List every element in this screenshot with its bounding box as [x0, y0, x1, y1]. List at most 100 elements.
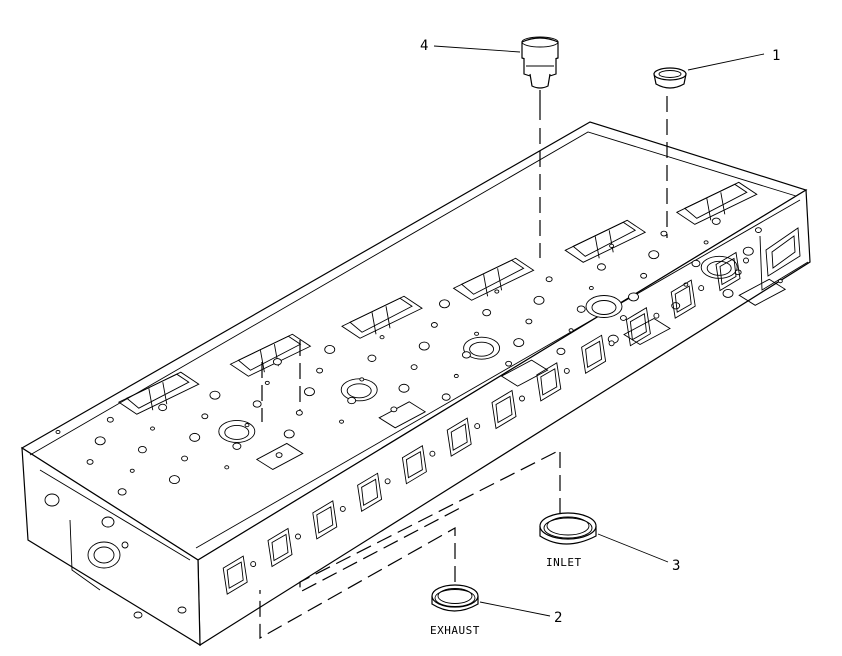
deck-hole [533, 295, 545, 305]
deck-hole [439, 299, 450, 309]
rocker-box-rib [259, 350, 265, 373]
side-bolt-hole [608, 340, 615, 347]
rocker-box-rib [594, 236, 600, 259]
side-port-inner [226, 561, 244, 589]
side-port-inner [450, 423, 468, 451]
deck-pocket [378, 401, 427, 429]
deck-hole [106, 416, 114, 423]
deck-hole [556, 347, 566, 356]
deck-hole [568, 328, 574, 333]
side-bolt-hole [653, 312, 660, 319]
side-bolt-hole [339, 505, 346, 512]
deck-hole [461, 351, 471, 359]
side-bolt-hole [250, 561, 257, 568]
deck-hole [295, 409, 303, 416]
deck-pocket [255, 442, 304, 470]
deck-hole [201, 413, 209, 420]
rocker-box-rib [706, 198, 712, 221]
side-port-inner [629, 312, 647, 341]
rocker-box-inner [349, 297, 413, 333]
deck-hole [430, 322, 438, 328]
deck-hole [398, 383, 410, 393]
deck-hole [609, 243, 615, 248]
deck-hole [648, 250, 660, 260]
side-port [536, 362, 562, 402]
rocker-box-rib [148, 388, 154, 411]
deck-hole [189, 432, 201, 442]
deck-hole [158, 403, 168, 412]
deck-holes [55, 217, 787, 496]
rocker-box-inner [125, 373, 190, 409]
deck-pocket [623, 317, 671, 346]
deck-hole [129, 468, 135, 473]
rocker-box-rib [385, 306, 391, 329]
deck-hole [482, 308, 492, 317]
deck-hole [283, 429, 295, 439]
valve-bore-inner [346, 383, 372, 399]
rocker-box-rib [162, 382, 168, 405]
deck-hole [324, 345, 336, 354]
side-port [491, 389, 517, 430]
deck-hole [513, 338, 525, 348]
deck-hole [224, 465, 230, 470]
deck-hole [418, 341, 430, 351]
deck-hole [777, 279, 783, 284]
deck-hole [304, 387, 315, 397]
side-port [670, 279, 696, 319]
deck-hole [628, 292, 639, 302]
part-3-callout-line [597, 533, 669, 563]
deck-hole [597, 263, 606, 271]
deck-hole [264, 380, 270, 385]
part-2-callout-line [479, 601, 551, 617]
side-port [357, 472, 383, 513]
part-1-callout-line [687, 53, 765, 71]
side-port-inner [271, 533, 289, 562]
part-1-cup-plug [653, 67, 687, 89]
valve-bore-inner [706, 260, 732, 276]
side-bolt-hole [429, 450, 436, 457]
deck-hole [722, 288, 734, 298]
valve-bore-inner [469, 341, 495, 357]
end-face-features [44, 493, 187, 619]
deck-hole [588, 286, 594, 291]
deck-hole [94, 436, 106, 446]
side-port [581, 334, 607, 375]
deck-hole [275, 452, 283, 458]
deck-hole [347, 396, 357, 405]
deck-hole [390, 406, 398, 413]
rocker-box-inner [572, 221, 637, 257]
side-port-inner [316, 506, 334, 534]
rocker-box-rib [483, 274, 489, 297]
part-3-inlet-seat [539, 512, 597, 545]
part-2-dashed-leader [259, 526, 456, 640]
valve-bore-inner [591, 300, 617, 315]
deck-hole [86, 459, 94, 465]
deck-pocket [500, 359, 549, 387]
deck-hole [181, 455, 189, 462]
deck-hole [660, 230, 668, 237]
deck-hole [505, 360, 513, 367]
exhaust-label: EXHAUST [430, 624, 480, 637]
deck-hole [494, 289, 500, 294]
callout-1: 1 [772, 48, 780, 64]
side-port-inner [361, 478, 379, 507]
deck-hole [244, 423, 250, 428]
valve-bore-inner [224, 425, 250, 440]
deck-hole [252, 400, 262, 408]
deck-hole [474, 331, 480, 336]
deck-hole [619, 315, 627, 321]
callout-4: 4 [420, 38, 428, 54]
deck-hole [711, 217, 721, 225]
deck-hole [55, 429, 61, 435]
deck-hole [232, 442, 242, 450]
deck-hole [576, 305, 586, 313]
rocker-box-rib [497, 268, 503, 291]
deck-hole [137, 446, 147, 454]
deck-hole [168, 475, 180, 485]
rocker-box-rib [720, 192, 726, 215]
part-4-callout-line [433, 45, 521, 53]
deck-hole [316, 367, 324, 374]
side-bolt-hole [563, 367, 570, 374]
